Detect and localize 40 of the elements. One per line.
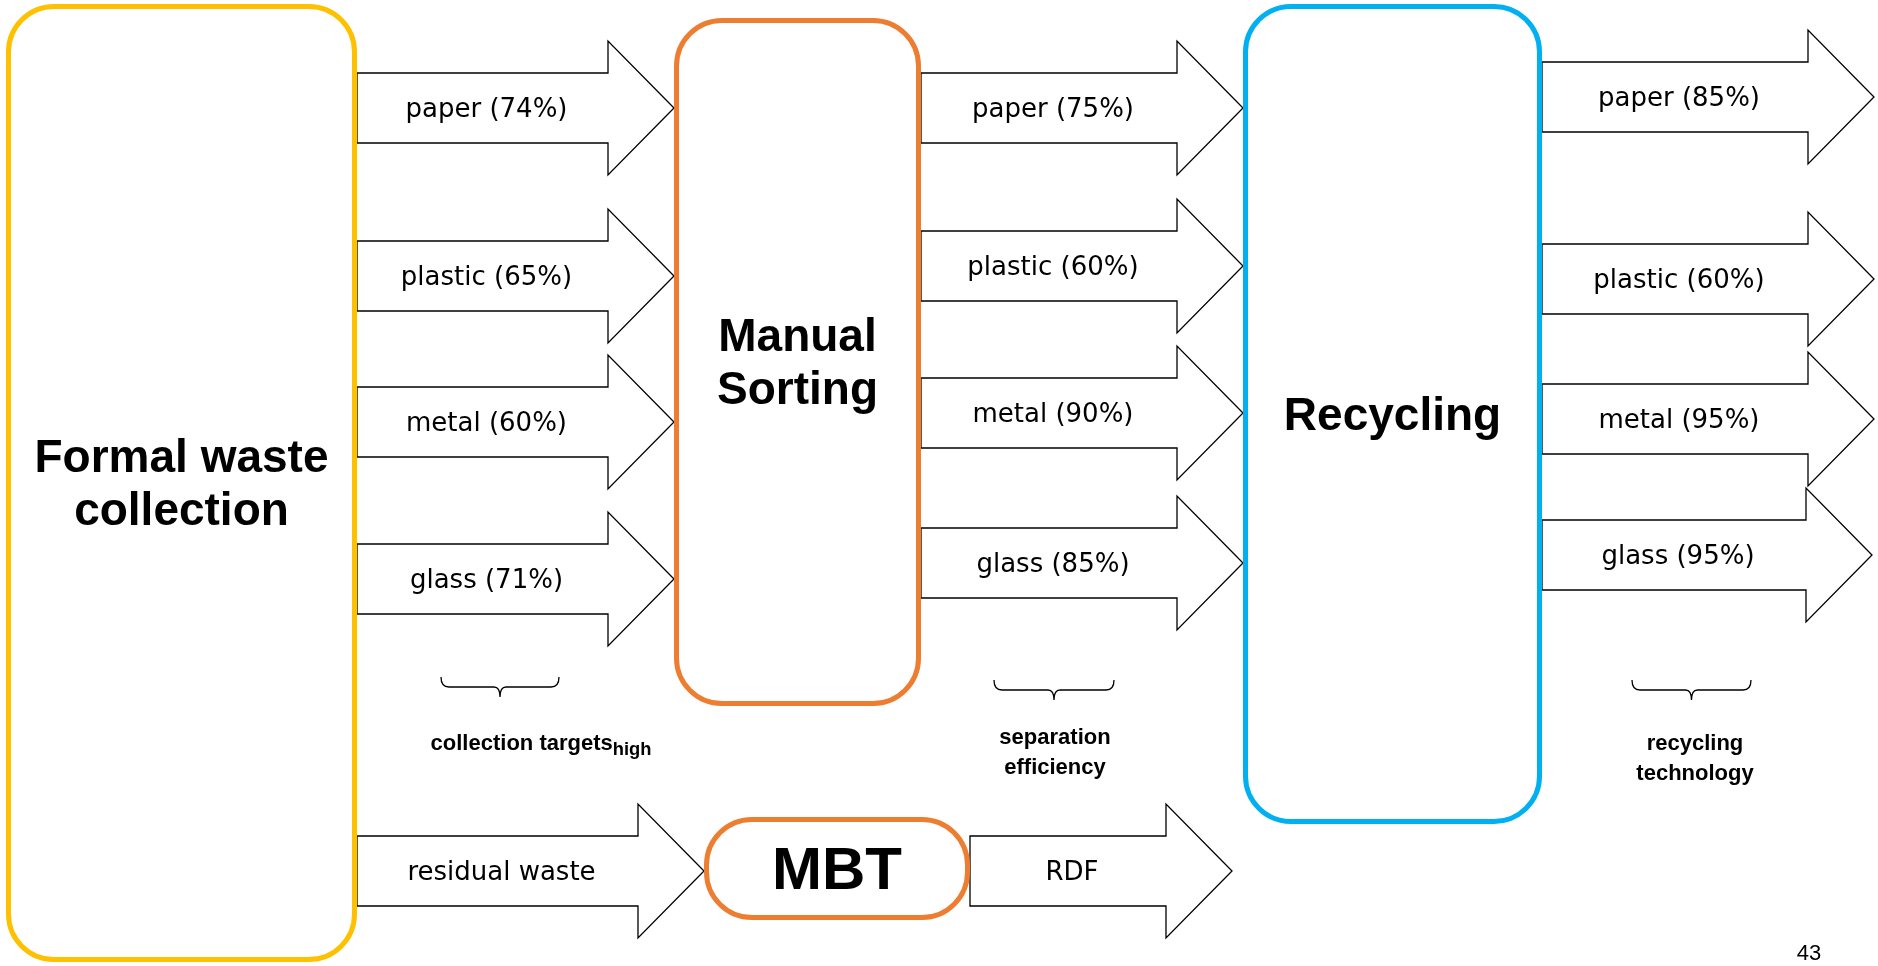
process-box bbox=[6, 4, 357, 962]
edge-label: glass (71%) bbox=[409, 564, 564, 594]
block-arrow bbox=[920, 494, 1244, 632]
block-arrow bbox=[356, 510, 675, 648]
edge-label: RDF bbox=[1045, 856, 1099, 886]
block-arrow bbox=[356, 39, 675, 177]
block-arrow bbox=[920, 344, 1244, 482]
process-box bbox=[674, 18, 921, 706]
process-title: Manual Sorting bbox=[716, 309, 879, 415]
edge-label: plastic (60%) bbox=[1593, 264, 1765, 294]
process-title: Recycling bbox=[1282, 387, 1503, 441]
annotation-text: collection targets$_{high}$ bbox=[429, 729, 653, 762]
process-box bbox=[1243, 4, 1542, 824]
block-arrow bbox=[920, 39, 1244, 177]
edge-label: glass (85%) bbox=[976, 548, 1130, 578]
edge-label: metal (60%) bbox=[406, 407, 567, 437]
block-arrow bbox=[920, 197, 1244, 335]
edge-label: metal (95%) bbox=[1598, 404, 1760, 434]
edge-label: paper (85%) bbox=[1598, 82, 1760, 112]
edge-label: metal (90%) bbox=[972, 398, 1134, 428]
annotation-text: separation efficiency bbox=[998, 723, 1112, 781]
annotation-text: recycling technology bbox=[1635, 729, 1755, 787]
process-title: MBT bbox=[771, 834, 903, 903]
edge-label: paper (74%) bbox=[405, 93, 568, 123]
edge-label: plastic (65%) bbox=[400, 261, 573, 291]
edge-label: paper (75%) bbox=[972, 93, 1134, 123]
block-arrow bbox=[356, 802, 705, 940]
block-arrow bbox=[1541, 28, 1875, 166]
edge-label: residual waste bbox=[407, 856, 596, 886]
block-arrow bbox=[356, 207, 675, 345]
block-arrow bbox=[1541, 350, 1875, 488]
process-title: Formal waste collection bbox=[33, 430, 330, 536]
process-box bbox=[704, 817, 970, 920]
edge-label: glass (95%) bbox=[1601, 540, 1755, 570]
block-arrow bbox=[356, 353, 675, 491]
edge-label: plastic (60%) bbox=[967, 251, 1139, 281]
block-arrow bbox=[1541, 486, 1873, 624]
page-number: 43 bbox=[1795, 939, 1823, 966]
block-arrow bbox=[1541, 210, 1875, 348]
block-arrow bbox=[969, 802, 1233, 940]
